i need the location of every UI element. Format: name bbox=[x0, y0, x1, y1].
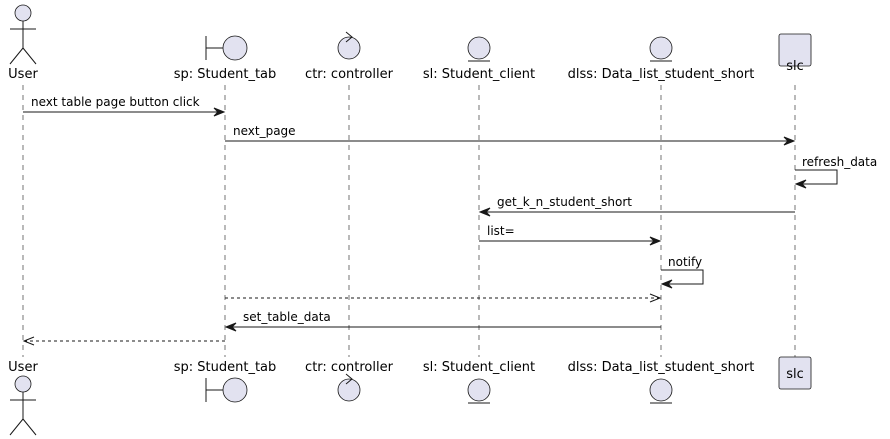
message-label: refresh_data bbox=[802, 155, 877, 169]
top-user-actor-icon bbox=[9, 4, 37, 65]
bottom-label-ctr: ctr: controller bbox=[305, 360, 394, 375]
message-label: notify bbox=[668, 255, 702, 269]
bottom-label-slc: slc bbox=[786, 367, 804, 382]
message-label: get_k_n_student_short bbox=[497, 195, 632, 209]
bottom-ctr-control-icon bbox=[337, 373, 361, 402]
bottom-label-sl: sl: Student_client bbox=[423, 360, 535, 375]
top-dlss-entity-icon bbox=[649, 36, 673, 62]
message-8 bbox=[22, 336, 225, 346]
bottom-user-actor-icon bbox=[9, 375, 37, 436]
top-sl-entity-icon bbox=[467, 36, 491, 62]
bottom-sp-boundary-icon bbox=[205, 377, 248, 403]
bottom-label-user: User bbox=[8, 360, 38, 375]
message-1: next_page bbox=[225, 124, 796, 146]
message-5: notify bbox=[660, 255, 704, 289]
bottom-label-sp: sp: Student_tab bbox=[174, 360, 277, 375]
top-label-sl: sl: Student_client bbox=[423, 67, 535, 82]
top-ctr-control-icon bbox=[337, 31, 361, 60]
message-label: list= bbox=[487, 224, 515, 238]
message-4: list= bbox=[479, 224, 662, 246]
message-label: next table page button click bbox=[31, 95, 200, 109]
message-2: refresh_data bbox=[794, 155, 877, 189]
message-7: set_table_data bbox=[224, 310, 661, 332]
top-sp-boundary-icon bbox=[205, 35, 248, 61]
top-label-sp: sp: Student_tab bbox=[174, 67, 277, 82]
message-label: set_table_data bbox=[243, 310, 331, 324]
top-label-user: User bbox=[8, 67, 38, 82]
bottom-sl-entity-icon bbox=[467, 378, 491, 404]
top-label-ctr: ctr: controller bbox=[305, 67, 394, 82]
bottom-slc-participant-icon bbox=[778, 356, 812, 390]
bottom-label-dlss: dlss: Data_list_student_short bbox=[568, 360, 755, 375]
message-3: get_k_n_student_short bbox=[478, 195, 795, 217]
message-0: next table page button click bbox=[23, 95, 226, 117]
message-label: next_page bbox=[233, 124, 296, 138]
top-label-dlss: dlss: Data_list_student_short bbox=[568, 67, 755, 82]
top-label-slc: slc bbox=[786, 59, 804, 74]
message-6 bbox=[225, 293, 662, 303]
top-slc-participant-icon bbox=[778, 33, 812, 67]
bottom-dlss-entity-icon bbox=[649, 378, 673, 404]
